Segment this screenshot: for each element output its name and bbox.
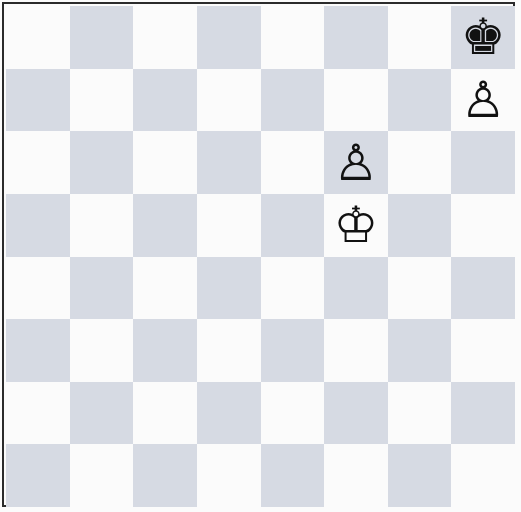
square-e8[interactable] <box>261 6 325 69</box>
square-a2[interactable] <box>6 382 70 445</box>
square-c6[interactable] <box>133 131 197 194</box>
square-f4[interactable] <box>324 257 388 320</box>
square-h4[interactable] <box>451 257 515 320</box>
square-g2[interactable] <box>388 382 452 445</box>
square-c7[interactable] <box>133 69 197 132</box>
square-g5[interactable] <box>388 194 452 257</box>
square-h2[interactable] <box>451 382 515 445</box>
square-f3[interactable] <box>324 319 388 382</box>
square-b1[interactable] <box>70 444 134 507</box>
square-g3[interactable] <box>388 319 452 382</box>
square-c8[interactable] <box>133 6 197 69</box>
white-pawn-icon[interactable]: ♙ <box>461 75 506 125</box>
square-a1[interactable] <box>6 444 70 507</box>
square-g8[interactable] <box>388 6 452 69</box>
square-a3[interactable] <box>6 319 70 382</box>
square-d4[interactable] <box>197 257 261 320</box>
square-c3[interactable] <box>133 319 197 382</box>
square-f5[interactable]: ♔ <box>324 194 388 257</box>
square-d7[interactable] <box>197 69 261 132</box>
white-pawn-icon[interactable]: ♙ <box>334 138 379 188</box>
square-e6[interactable] <box>261 131 325 194</box>
square-e3[interactable] <box>261 319 325 382</box>
square-f1[interactable] <box>324 444 388 507</box>
square-b5[interactable] <box>70 194 134 257</box>
square-b6[interactable] <box>70 131 134 194</box>
square-f8[interactable] <box>324 6 388 69</box>
square-b7[interactable] <box>70 69 134 132</box>
square-f2[interactable] <box>324 382 388 445</box>
square-b8[interactable] <box>70 6 134 69</box>
square-c4[interactable] <box>133 257 197 320</box>
square-b3[interactable] <box>70 319 134 382</box>
square-g7[interactable] <box>388 69 452 132</box>
square-a7[interactable] <box>6 69 70 132</box>
chessboard-frame: ♚ ♙ ♙ ♔ <box>2 2 515 507</box>
square-c5[interactable] <box>133 194 197 257</box>
square-a4[interactable] <box>6 257 70 320</box>
square-e1[interactable] <box>261 444 325 507</box>
square-d8[interactable] <box>197 6 261 69</box>
chessboard: ♚ ♙ ♙ ♔ <box>6 6 515 507</box>
square-e4[interactable] <box>261 257 325 320</box>
square-g4[interactable] <box>388 257 452 320</box>
white-king-icon[interactable]: ♔ <box>334 200 379 250</box>
square-c2[interactable] <box>133 382 197 445</box>
square-f6[interactable]: ♙ <box>324 131 388 194</box>
square-d6[interactable] <box>197 131 261 194</box>
square-e5[interactable] <box>261 194 325 257</box>
square-h7[interactable]: ♙ <box>451 69 515 132</box>
square-h1[interactable] <box>451 444 515 507</box>
square-b4[interactable] <box>70 257 134 320</box>
square-h3[interactable] <box>451 319 515 382</box>
square-d3[interactable] <box>197 319 261 382</box>
square-a5[interactable] <box>6 194 70 257</box>
square-a8[interactable] <box>6 6 70 69</box>
square-g1[interactable] <box>388 444 452 507</box>
square-c1[interactable] <box>133 444 197 507</box>
square-h5[interactable] <box>451 194 515 257</box>
black-king-icon[interactable]: ♚ <box>461 12 506 62</box>
square-d5[interactable] <box>197 194 261 257</box>
square-b2[interactable] <box>70 382 134 445</box>
square-a6[interactable] <box>6 131 70 194</box>
square-h8[interactable]: ♚ <box>451 6 515 69</box>
square-e2[interactable] <box>261 382 325 445</box>
square-g6[interactable] <box>388 131 452 194</box>
square-f7[interactable] <box>324 69 388 132</box>
square-h6[interactable] <box>451 131 515 194</box>
square-d2[interactable] <box>197 382 261 445</box>
square-d1[interactable] <box>197 444 261 507</box>
square-e7[interactable] <box>261 69 325 132</box>
